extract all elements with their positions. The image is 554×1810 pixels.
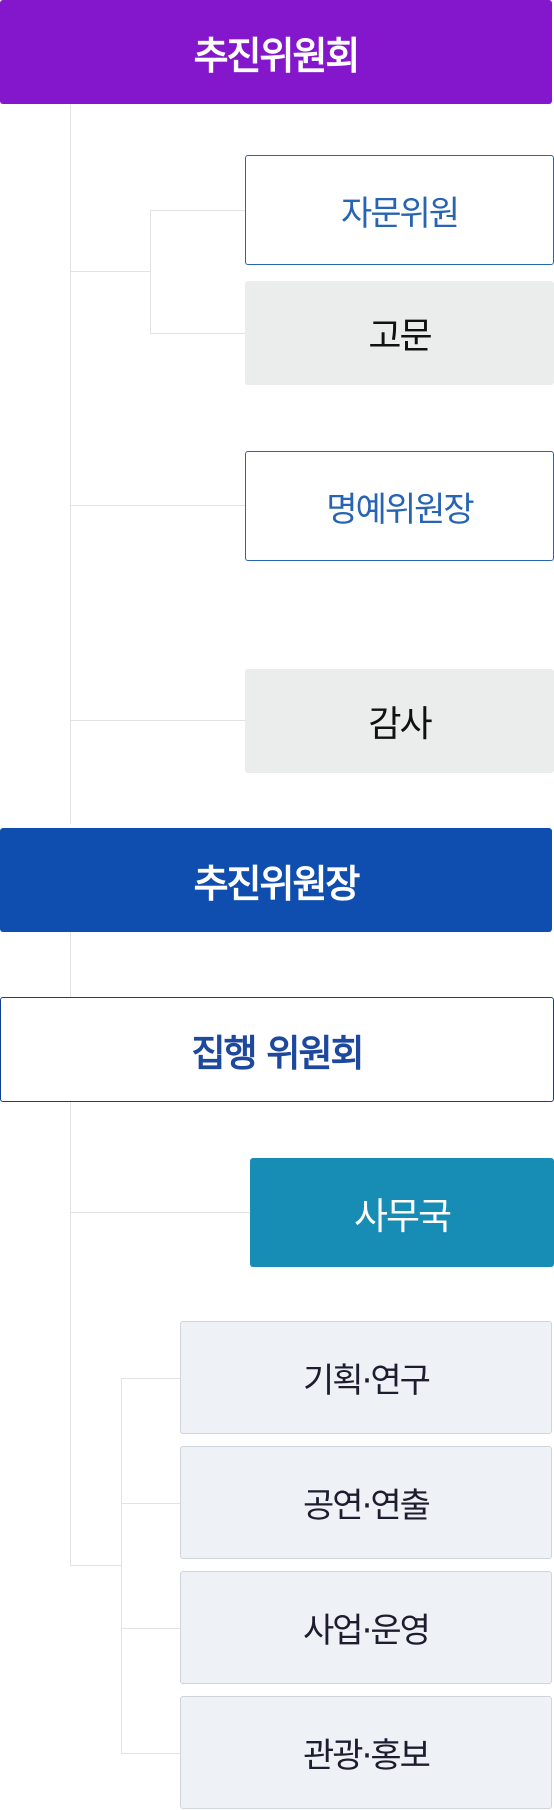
- connector-division-1: [121, 1378, 180, 1379]
- connector-division-2: [121, 1503, 180, 1504]
- secretariat-box: 사무국: [250, 1158, 554, 1267]
- connector-chair-to-executive: [70, 930, 71, 997]
- division-box-tourism-promotion: 관광·홍보: [180, 1696, 552, 1809]
- auditor-box: 감사: [245, 669, 554, 773]
- connector-secretariat: [70, 1212, 250, 1213]
- connector-consultant: [150, 333, 245, 334]
- consultant-box: 고문: [245, 281, 554, 385]
- connector-advisors-horizontal: [70, 271, 150, 272]
- connector-executive-vertical: [70, 1100, 71, 1566]
- division-box-performance-directing: 공연·연출: [180, 1446, 552, 1559]
- connector-honorary-chair: [70, 505, 245, 506]
- executive-committee-box: 집행 위원회: [0, 997, 554, 1102]
- connector-divisions-vertical: [121, 1378, 122, 1753]
- connector-division-4: [121, 1753, 180, 1754]
- connector-divisions-horizontal: [70, 1565, 121, 1566]
- committee-box: 추진위원회: [0, 0, 552, 104]
- connector-advisors-vertical: [150, 210, 151, 333]
- division-box-planning-research: 기획·연구: [180, 1321, 552, 1434]
- connector-division-3: [121, 1628, 180, 1629]
- advisory-member-box: 자문위원: [245, 155, 554, 265]
- chairman-box: 추진위원장: [0, 828, 552, 932]
- connector-advisory-member: [150, 210, 245, 211]
- division-box-business-operations: 사업·운영: [180, 1571, 552, 1684]
- connector-top-vertical: [70, 104, 71, 824]
- honorary-chair-box: 명예위원장: [245, 451, 554, 561]
- connector-auditor: [70, 720, 245, 721]
